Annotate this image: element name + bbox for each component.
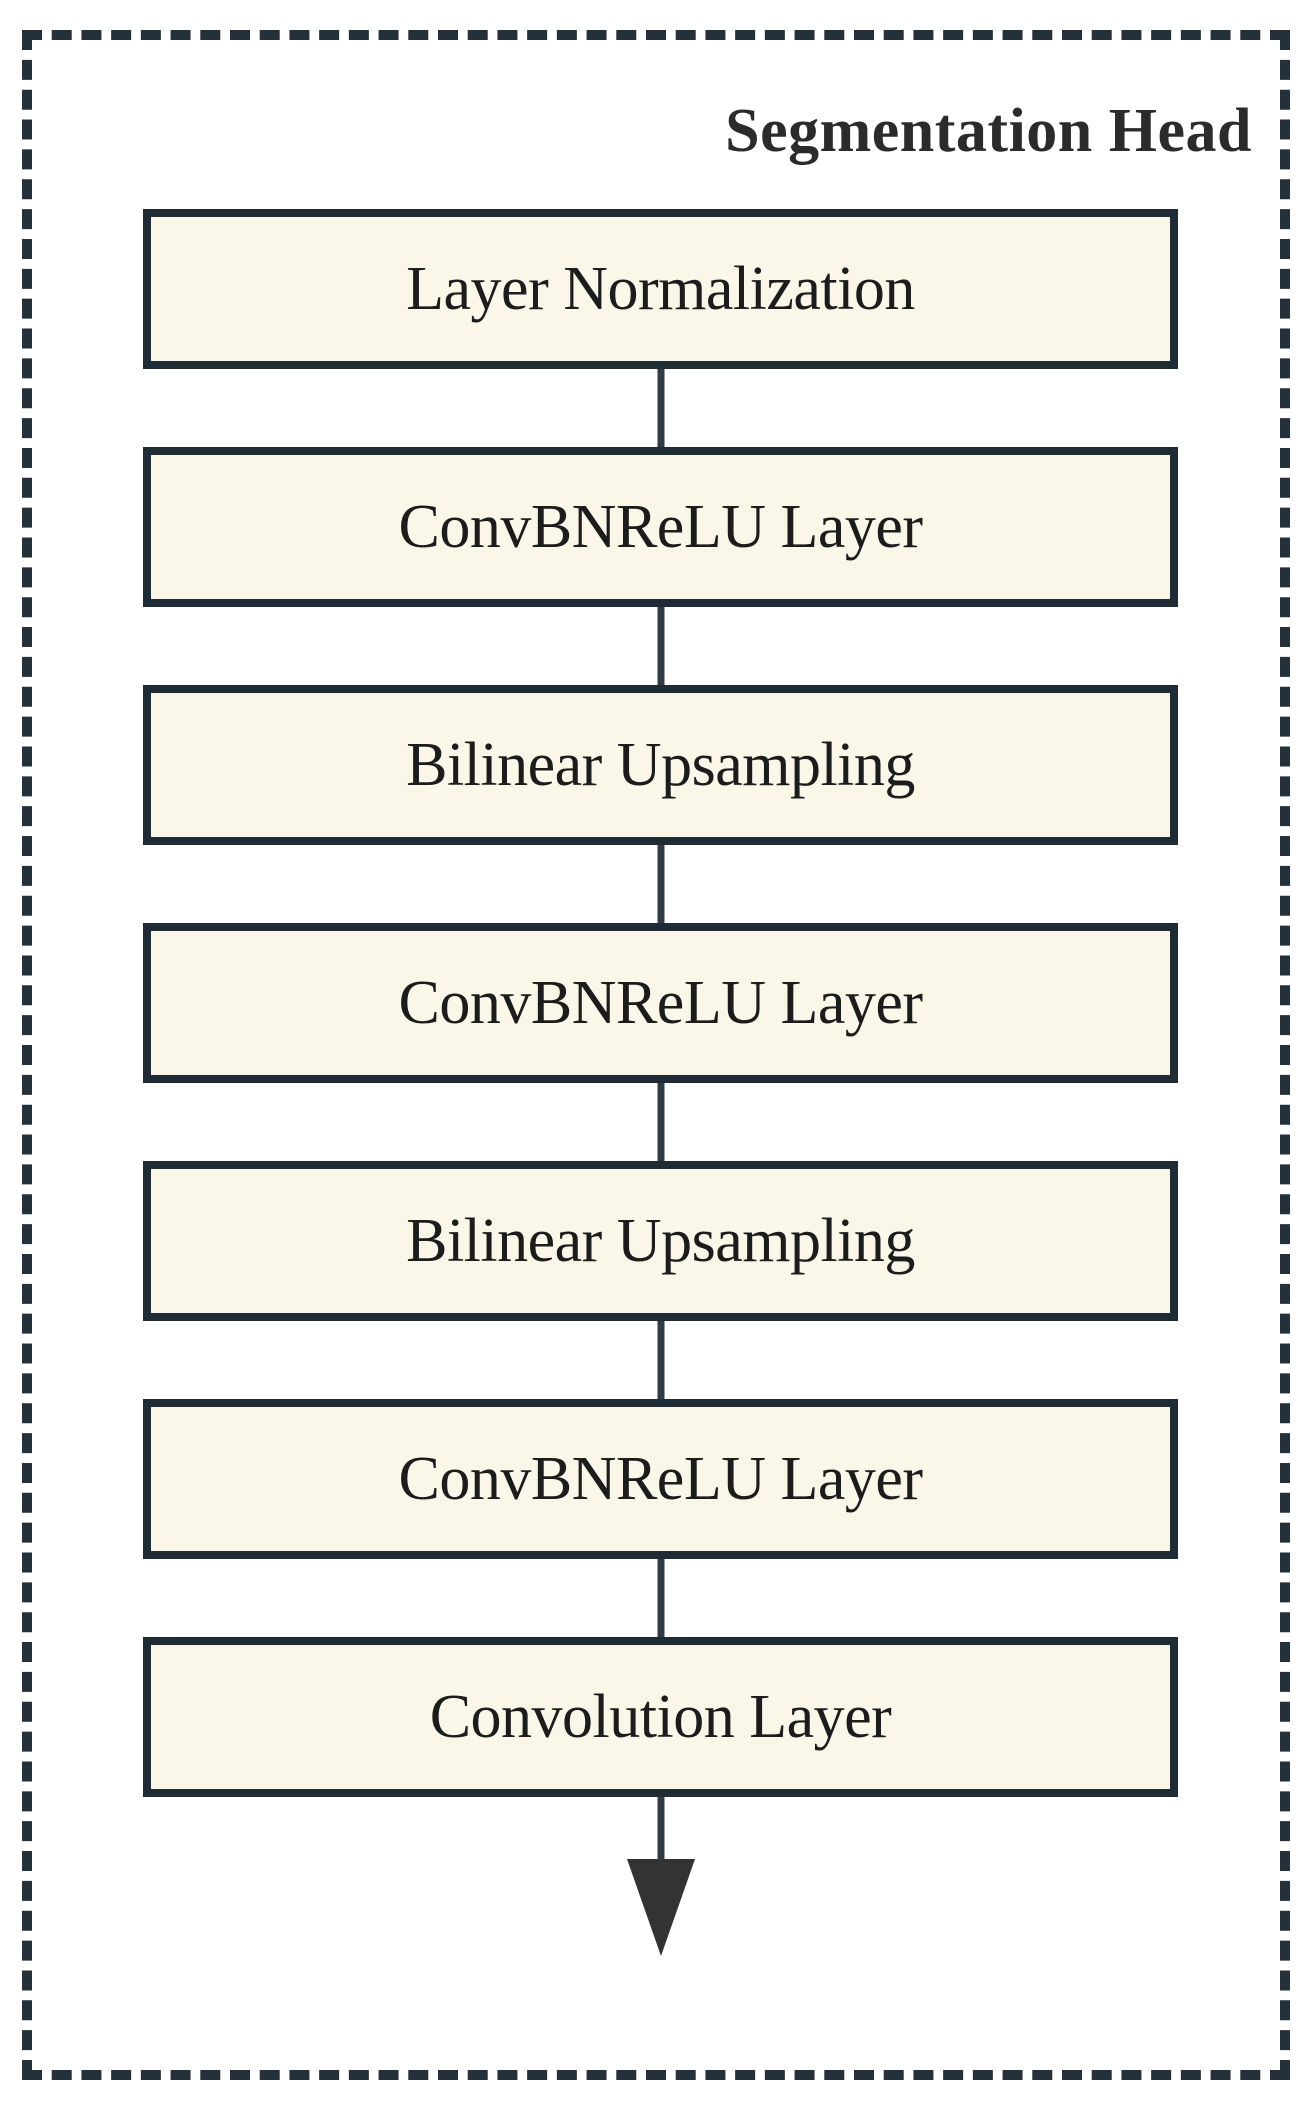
page-title: Segmentation Head <box>725 97 1252 165</box>
node-layer-normalization[interactable]: Layer Normalization <box>143 209 1178 369</box>
connector-5 <box>143 1321 1178 1399</box>
node-convbnrelu-layer-1[interactable]: ConvBNReLU Layer <box>143 447 1178 607</box>
node-label: ConvBNReLU Layer <box>398 493 923 561</box>
pipeline-flow: Layer Normalization ConvBNReLU Layer Bil… <box>143 209 1178 1972</box>
output-arrow <box>143 1793 1178 1972</box>
node-convolution-layer[interactable]: Convolution Layer <box>143 1637 1178 1797</box>
node-label: Convolution Layer <box>429 1683 892 1751</box>
connector-1 <box>143 369 1178 447</box>
connector-3 <box>143 845 1178 923</box>
node-bilinear-upsampling-2[interactable]: Bilinear Upsampling <box>143 1161 1178 1321</box>
node-bilinear-upsampling-1[interactable]: Bilinear Upsampling <box>143 685 1178 845</box>
node-label: Bilinear Upsampling <box>406 731 915 799</box>
arrow-shaft <box>657 1793 664 1865</box>
connector-2 <box>143 607 1178 685</box>
node-convbnrelu-layer-3[interactable]: ConvBNReLU Layer <box>143 1399 1178 1559</box>
connector-6 <box>143 1559 1178 1637</box>
down-arrow-icon <box>626 1859 695 1956</box>
node-label: ConvBNReLU Layer <box>398 969 923 1037</box>
connector-4 <box>143 1083 1178 1161</box>
node-label: ConvBNReLU Layer <box>398 1445 923 1513</box>
node-convbnrelu-layer-2[interactable]: ConvBNReLU Layer <box>143 923 1178 1083</box>
node-label: Bilinear Upsampling <box>406 1207 915 1275</box>
node-label: Layer Normalization <box>406 255 915 323</box>
